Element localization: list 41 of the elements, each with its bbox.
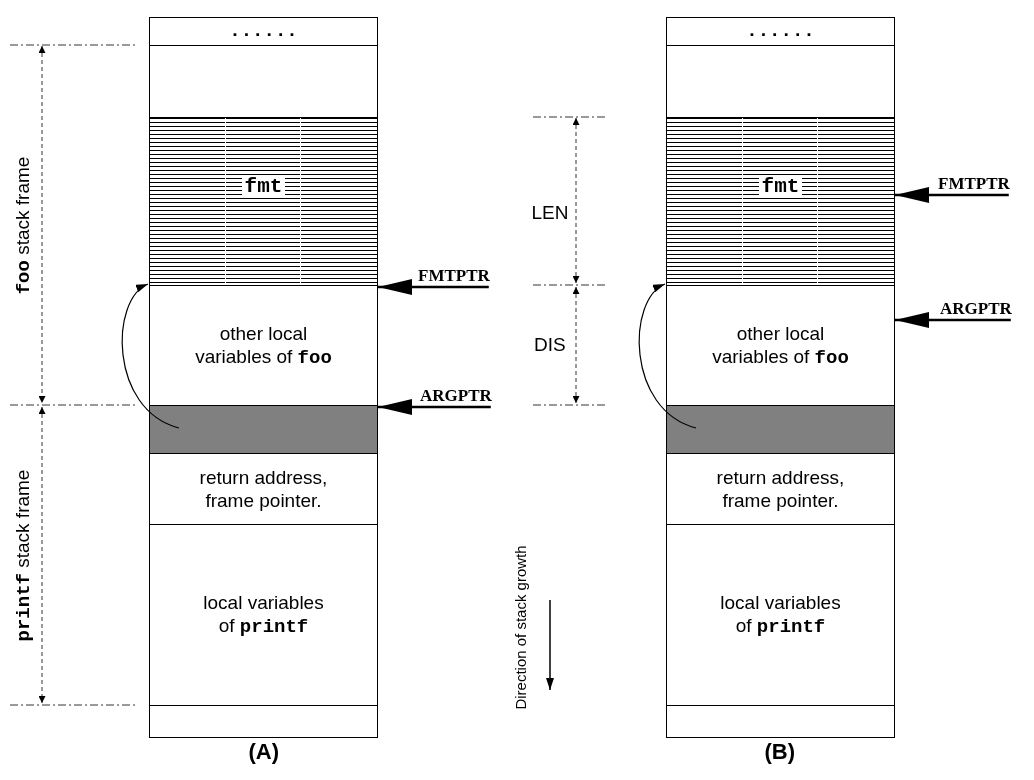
ellipsis-cell [149,17,378,46]
cell-text: local variables of printf [719,591,842,639]
curved-arrow [121,283,180,429]
cell-text: other local variables of foo [194,321,333,370]
buffer-block [149,117,378,286]
stack-cell [666,45,895,118]
cell-text: other local variables of foo [711,321,850,370]
ellipsis: ...... [746,20,815,43]
cell-text: return address, frame pointer. [198,466,329,512]
dimension-label: DIS [534,334,566,356]
stack-cell [149,524,378,706]
pointer-label: ARGPTR [420,386,492,406]
variable-name: fmt [758,175,803,198]
shaded-block [149,405,378,454]
stack-cell [149,45,378,118]
stack-cell [666,705,895,738]
pointer-label: FMTPTR [418,266,490,286]
stack-cell [149,705,378,738]
dimension-label: printf stack frame [12,469,36,641]
dimension-label: foo stack frame [12,156,36,294]
arrow [895,312,1011,328]
arrow [378,399,491,415]
cell-text: return address, frame pointer. [715,466,846,512]
shaded-block [666,405,895,454]
curved-arrow [638,283,697,429]
ellipsis: ...... [229,20,298,43]
direction-label: Direction of stack growth [511,544,529,710]
pointer-label: FMTPTR [938,174,1010,194]
figure-label: (B) [764,739,796,765]
stack-cell [149,453,378,525]
cell-text: local variables of printf [202,591,325,639]
variable-name: fmt [241,175,286,198]
figure-label: (A) [248,739,280,765]
ellipsis-cell [666,17,895,46]
stack-cell [666,524,895,706]
arrow [895,187,1009,203]
pointer-label: ARGPTR [940,299,1012,319]
arrow [378,279,489,295]
dimension-label: LEN [531,202,569,224]
buffer-block [666,117,895,286]
stack-cell [666,453,895,525]
